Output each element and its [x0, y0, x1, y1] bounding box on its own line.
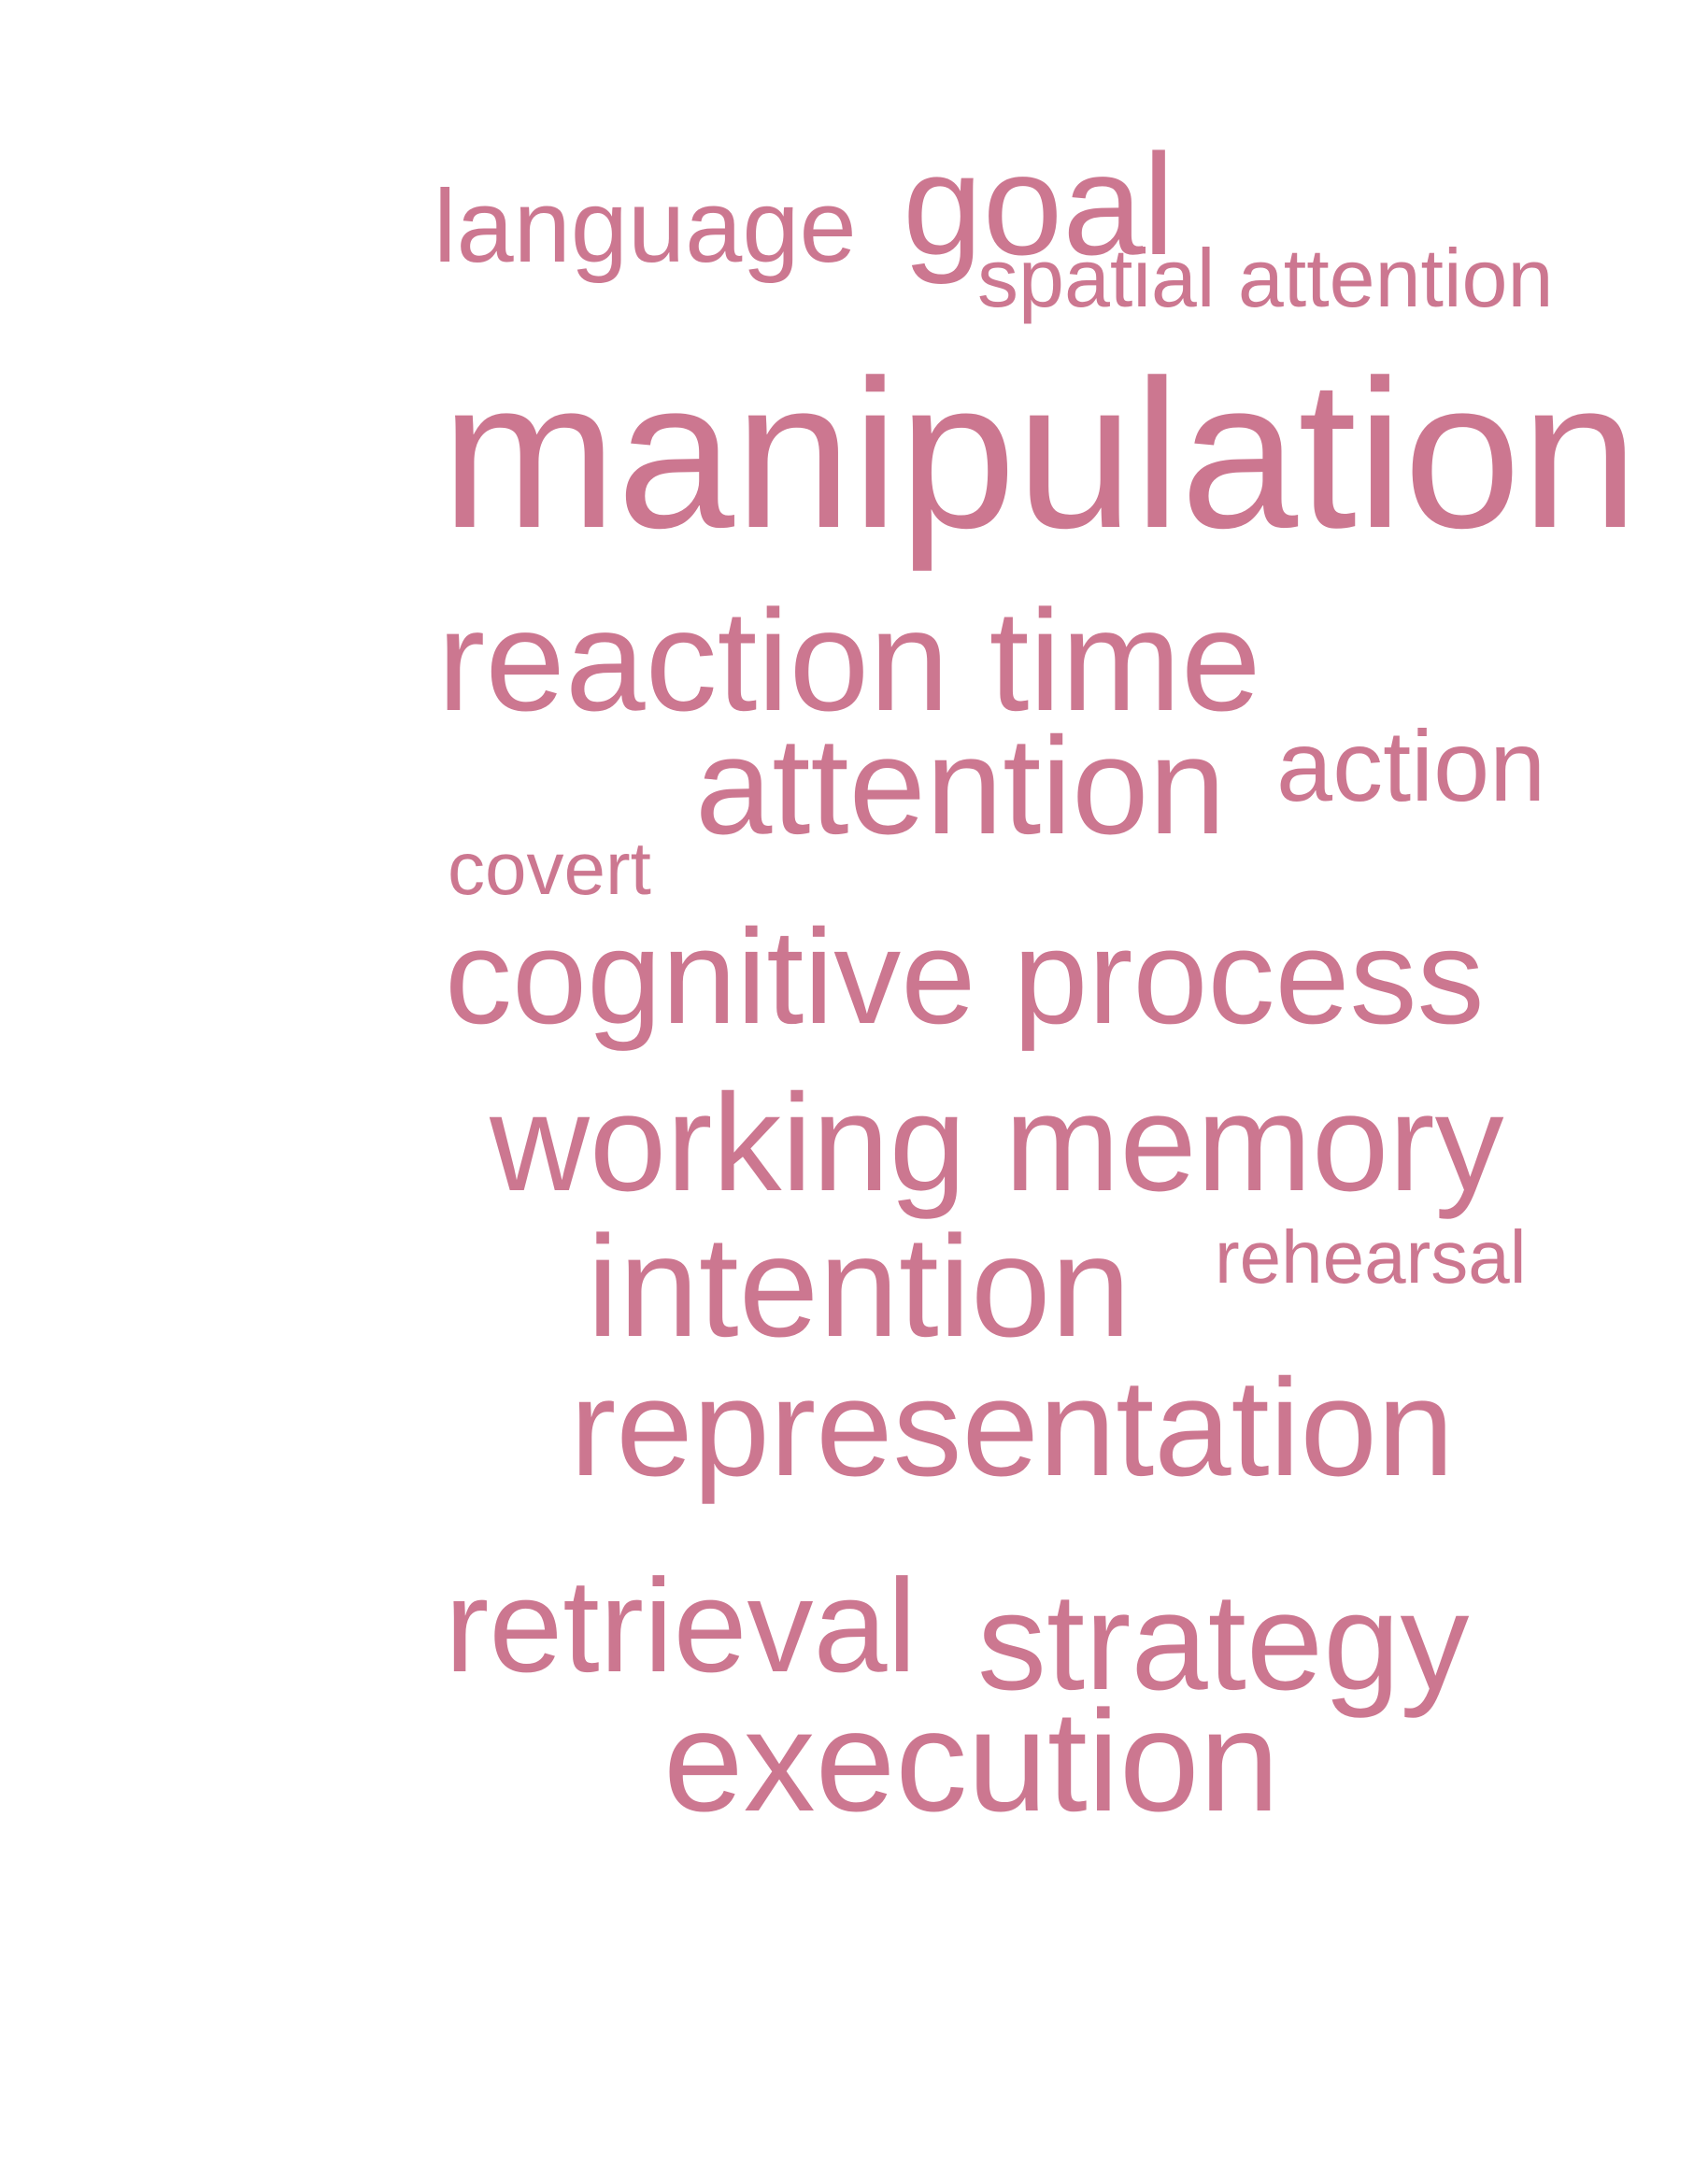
word-rehearsal: rehearsal	[1215, 1215, 1527, 1299]
word-attention: attention	[695, 709, 1226, 863]
word-retrieval: retrieval	[445, 1552, 918, 1700]
word-goal: goal	[903, 124, 1175, 285]
word-reaction-time: reaction time	[437, 580, 1261, 741]
word-cognitive-process: cognitive process	[445, 902, 1485, 1052]
word-representation: representation	[570, 1351, 1455, 1505]
word-spatial-attention: spatial attention	[977, 232, 1554, 324]
word-working-memory: working memory	[490, 1066, 1504, 1220]
word-execution: execution	[663, 1681, 1280, 1841]
word-language: language	[434, 169, 857, 284]
word-manipulation: manipulation	[441, 335, 1639, 572]
word-covert: covert	[448, 827, 651, 910]
word-intention: intention	[587, 1206, 1132, 1367]
word-action: action	[1276, 709, 1546, 822]
word-strategy: strategy	[977, 1565, 1470, 1719]
